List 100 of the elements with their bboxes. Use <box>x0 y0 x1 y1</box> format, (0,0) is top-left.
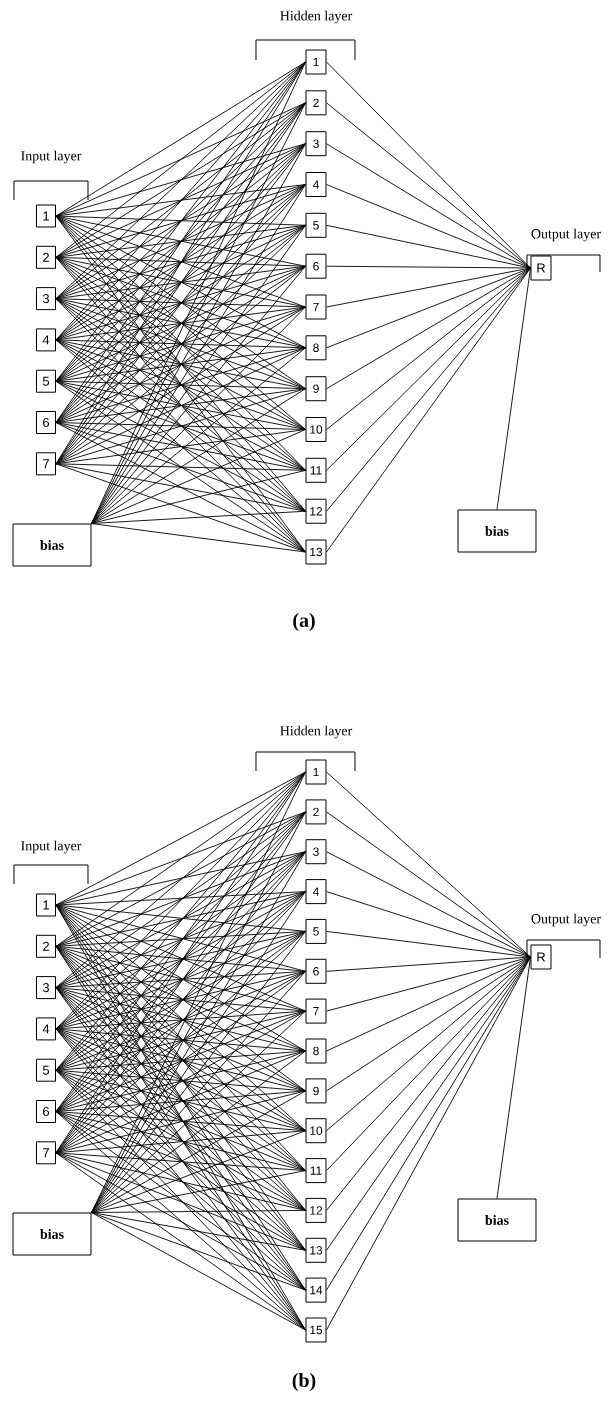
layer-label: Hidden layer <box>280 10 353 24</box>
hidden-neuron-box: 3 <box>305 131 327 157</box>
hidden-neuron-box: 2 <box>305 90 327 116</box>
connection-line <box>55 1010 306 1071</box>
connection-line <box>55 1152 306 1331</box>
connection-line <box>55 945 306 1132</box>
input-neuron-box: 3 <box>36 976 56 1000</box>
connection-line <box>55 1152 306 1291</box>
input-neuron-box: 6 <box>36 1100 56 1123</box>
connection-line <box>91 1090 306 1213</box>
input-neuron-box: 4 <box>36 1017 56 1041</box>
connection-line <box>55 1050 306 1071</box>
hidden-neuron-box: 13 <box>305 539 327 565</box>
connection-line <box>55 224 306 300</box>
bias-box: bias <box>457 1198 537 1242</box>
connection-line <box>55 380 306 553</box>
connection-line <box>55 945 306 1092</box>
input-neuron-box: 5 <box>36 369 56 393</box>
hidden-neuron-box: 9 <box>305 1078 327 1104</box>
connection-line <box>326 930 531 958</box>
connection-line <box>91 388 306 524</box>
connection-line <box>55 1152 306 1172</box>
connection-line <box>326 771 531 958</box>
connection-line <box>55 184 306 382</box>
panel-caption: (a) <box>293 612 315 632</box>
hidden-neuron-box: 6 <box>305 253 327 279</box>
connection-line <box>91 469 306 524</box>
hidden-neuron-box: 10 <box>305 1118 327 1144</box>
connection-line <box>55 388 306 465</box>
connection-line <box>91 523 306 553</box>
connection-line <box>55 422 306 512</box>
connection-line <box>55 298 306 390</box>
hidden-neuron-box: 4 <box>305 879 327 905</box>
connection-line <box>55 1111 306 1291</box>
connection-line <box>55 347 306 423</box>
connection-line <box>55 930 306 1071</box>
layer-label: Output layer <box>531 228 601 242</box>
connection-line <box>55 422 306 553</box>
hidden-neuron-box: 8 <box>305 335 327 361</box>
input-neuron-box: 3 <box>36 287 56 311</box>
connection-line <box>326 956 531 1092</box>
connection-line <box>91 347 306 524</box>
input-neuron-box: 1 <box>36 893 56 917</box>
output-neuron-box: R <box>530 944 552 970</box>
connection-line <box>55 1152 306 1211</box>
connection-line <box>55 422 306 471</box>
bias-box: bias <box>12 523 92 567</box>
hidden-neuron-box: 5 <box>305 918 327 944</box>
connection-line <box>55 143 306 258</box>
hidden-neuron-box: 7 <box>305 294 327 320</box>
connection-line <box>326 267 531 390</box>
input-neuron-box: 2 <box>36 245 56 269</box>
connection-line <box>91 1130 306 1213</box>
connection-line <box>326 956 531 1052</box>
hidden-neuron-box: 6 <box>305 958 327 984</box>
hidden-neuron-box: 1 <box>305 49 327 75</box>
connection-line <box>55 891 306 1071</box>
connection-line <box>55 463 306 512</box>
connection-line <box>326 61 531 269</box>
input-neuron-box: 1 <box>36 204 56 228</box>
connection-line <box>55 987 306 1132</box>
connection-line <box>326 956 531 972</box>
hidden-neuron-box: 13 <box>305 1237 327 1263</box>
layer-label: Input layer <box>21 840 82 854</box>
connection-line <box>326 811 531 958</box>
connection-line <box>55 1050 306 1154</box>
connection-line <box>55 1069 306 1251</box>
hidden-neuron-box: 4 <box>305 172 327 197</box>
connection-line <box>326 851 531 958</box>
connection-line <box>55 1028 306 1132</box>
connection-line <box>55 463 306 553</box>
hidden-neuron-box: 12 <box>305 1197 327 1223</box>
hidden-neuron-box: 12 <box>305 498 327 524</box>
connection-line <box>55 970 306 1154</box>
connection-line <box>326 265 531 269</box>
connection-line <box>55 265 306 341</box>
connection-line <box>91 1212 306 1251</box>
connection-line <box>55 811 306 947</box>
hidden-neuron-box: 9 <box>305 376 327 402</box>
connection-line <box>326 224 531 269</box>
connection-line <box>55 102 306 217</box>
hidden-neuron-box: 11 <box>305 1158 327 1184</box>
connection-line <box>496 956 531 1199</box>
connection-line <box>496 267 531 510</box>
connection-line <box>55 102 306 300</box>
connection-line <box>55 987 306 1012</box>
layer-label: Output layer <box>531 913 601 927</box>
hidden-neuron-box: 10 <box>305 417 327 442</box>
connection-line <box>55 224 306 258</box>
connection-line <box>91 1212 306 1331</box>
connection-line <box>55 930 306 989</box>
connection-line <box>55 891 306 947</box>
hidden-neuron-box: 1 <box>305 759 327 785</box>
connection-line <box>55 970 306 1112</box>
bias-box: bias <box>457 509 537 553</box>
hidden-neuron-box: 2 <box>305 799 327 825</box>
connection-line <box>55 143 306 341</box>
connection-line <box>55 61 306 217</box>
connection-line <box>326 102 531 269</box>
connection-line <box>55 339 306 553</box>
